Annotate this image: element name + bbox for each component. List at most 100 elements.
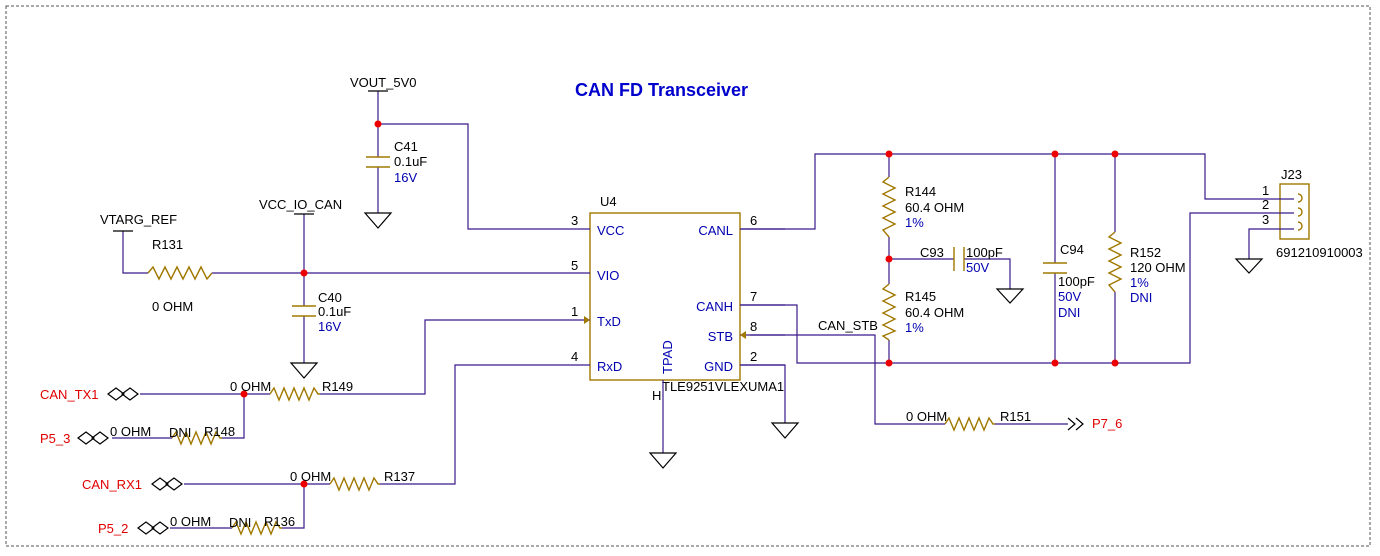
resistor-r149: 0 OHM R149 <box>230 379 353 402</box>
svg-text:VOUT_5V0: VOUT_5V0 <box>350 75 416 90</box>
svg-text:16V: 16V <box>318 319 341 334</box>
svg-text:R136: R136 <box>264 514 295 529</box>
svg-text:R149: R149 <box>322 379 353 394</box>
svg-text:RxD: RxD <box>597 359 622 374</box>
svg-text:CANH: CANH <box>696 299 733 314</box>
svg-text:1%: 1% <box>905 320 924 335</box>
can-stb-net-label: CAN_STB <box>818 318 878 333</box>
vout-5v0-power: VOUT_5V0 <box>350 75 416 92</box>
svg-text:VIO: VIO <box>597 268 619 283</box>
resistor-r144: R144 60.4 OHM 1% <box>881 176 964 238</box>
svg-text:CAN_TX1: CAN_TX1 <box>40 387 99 402</box>
svg-text:H: H <box>652 388 661 403</box>
svg-text:VTARG_REF: VTARG_REF <box>100 212 177 227</box>
svg-text:60.4 OHM: 60.4 OHM <box>905 305 964 320</box>
svg-text:R137: R137 <box>384 469 415 484</box>
svg-text:J23: J23 <box>1281 167 1302 182</box>
port-can-tx1: CAN_TX1 <box>40 387 139 402</box>
sheet-border <box>5 5 1371 547</box>
svg-text:VCC_IO_CAN: VCC_IO_CAN <box>259 197 342 212</box>
svg-text:8: 8 <box>750 319 757 334</box>
svg-text:4: 4 <box>571 349 578 364</box>
port-p5-3: P5_3 <box>40 431 109 446</box>
svg-text:0.1uF: 0.1uF <box>394 154 427 169</box>
svg-text:0.1uF: 0.1uF <box>318 304 351 319</box>
resistor-r145: R145 60.4 OHM 1% <box>881 283 964 341</box>
svg-text:DNI: DNI <box>1130 290 1152 305</box>
vtarg-ref-power: VTARG_REF <box>100 212 177 232</box>
wires <box>112 91 1263 529</box>
svg-text:0 OHM: 0 OHM <box>110 424 151 439</box>
svg-text:VCC: VCC <box>597 223 624 238</box>
svg-text:0 OHM: 0 OHM <box>230 379 271 394</box>
capacitor-c94: C94 100pF 50V DNI <box>1043 242 1095 320</box>
svg-text:C94: C94 <box>1060 242 1084 257</box>
svg-text:7: 7 <box>750 289 757 304</box>
svg-text:P5_2: P5_2 <box>98 521 128 536</box>
svg-text:1: 1 <box>571 304 578 319</box>
svg-text:R145: R145 <box>905 289 936 304</box>
junctions <box>240 120 1119 488</box>
svg-text:0 OHM: 0 OHM <box>906 409 947 424</box>
svg-text:1%: 1% <box>905 215 924 230</box>
svg-text:2: 2 <box>1262 197 1269 212</box>
svg-text:6: 6 <box>750 213 757 228</box>
svg-text:50V: 50V <box>1058 289 1081 304</box>
svg-text:R151: R151 <box>1000 409 1031 424</box>
port-p7-6: P7_6 <box>1067 416 1122 431</box>
vcc-io-can-power: VCC_IO_CAN <box>259 197 342 215</box>
svg-text:2: 2 <box>750 349 757 364</box>
svg-text:P7_6: P7_6 <box>1092 416 1122 431</box>
resistor-r152: R152 120 OHM 1% DNI <box>1107 231 1186 305</box>
svg-text:R144: R144 <box>905 184 936 199</box>
svg-text:R152: R152 <box>1130 245 1161 260</box>
svg-text:16V: 16V <box>394 170 417 185</box>
svg-text:TxD: TxD <box>597 314 621 329</box>
resistor-r131: R131 0 OHM <box>147 237 213 314</box>
resistor-r148: 0 OHM DNI R148 <box>110 424 235 446</box>
svg-text:CANL: CANL <box>698 223 733 238</box>
capacitor-c40: C40 0.1uF 16V <box>292 290 351 334</box>
svg-text:GND: GND <box>704 359 733 374</box>
svg-text:C41: C41 <box>394 139 418 154</box>
svg-text:0 OHM: 0 OHM <box>152 299 193 314</box>
svg-text:R148: R148 <box>204 424 235 439</box>
svg-text:0 OHM: 0 OHM <box>290 469 331 484</box>
capacitor-c41: C41 0.1uF 16V <box>366 139 427 185</box>
svg-text:691210910003: 691210910003 <box>1276 245 1363 260</box>
svg-text:U4: U4 <box>600 194 617 209</box>
resistor-r151: 0 OHM R151 <box>906 409 1031 432</box>
connector-j23: J23 1 2 3 691210910003 <box>1262 167 1363 260</box>
svg-text:TPAD: TPAD <box>660 340 675 374</box>
resistor-r136: 0 OHM DNI R136 <box>170 514 295 536</box>
svg-text:50V: 50V <box>966 260 989 275</box>
svg-text:CAN_RX1: CAN_RX1 <box>82 477 142 492</box>
svg-text:DNI: DNI <box>229 515 251 530</box>
svg-text:3: 3 <box>1262 212 1269 227</box>
svg-text:C40: C40 <box>318 290 342 305</box>
ic-u4: U4 TLE9251VLEXUMA1 3 5 1 4 6 7 8 2 H VCC… <box>545 194 785 410</box>
svg-text:DNI: DNI <box>169 425 191 440</box>
svg-text:0 OHM: 0 OHM <box>170 514 211 529</box>
port-p5-2: P5_2 <box>98 521 169 536</box>
port-can-rx1: CAN_RX1 <box>82 477 183 492</box>
svg-text:120 OHM: 120 OHM <box>1130 260 1186 275</box>
svg-text:100pF: 100pF <box>966 245 1003 260</box>
resistor-r137: 0 OHM R137 <box>290 469 415 492</box>
capacitor-c93: C93 100pF 50V <box>920 245 1003 275</box>
svg-text:100pF: 100pF <box>1058 274 1095 289</box>
svg-text:TLE9251VLEXUMA1: TLE9251VLEXUMA1 <box>662 379 784 394</box>
svg-text:1%: 1% <box>1130 275 1149 290</box>
svg-text:5: 5 <box>571 258 578 273</box>
svg-text:R131: R131 <box>152 237 183 252</box>
svg-text:P5_3: P5_3 <box>40 431 70 446</box>
svg-text:60.4 OHM: 60.4 OHM <box>905 200 964 215</box>
svg-text:DNI: DNI <box>1058 305 1080 320</box>
svg-text:1: 1 <box>1262 183 1269 198</box>
diagram-title: CAN FD Transceiver <box>575 80 748 100</box>
ground-symbols <box>289 212 1264 469</box>
svg-text:3: 3 <box>571 213 578 228</box>
svg-text:C93: C93 <box>920 245 944 260</box>
svg-text:STB: STB <box>708 329 733 344</box>
